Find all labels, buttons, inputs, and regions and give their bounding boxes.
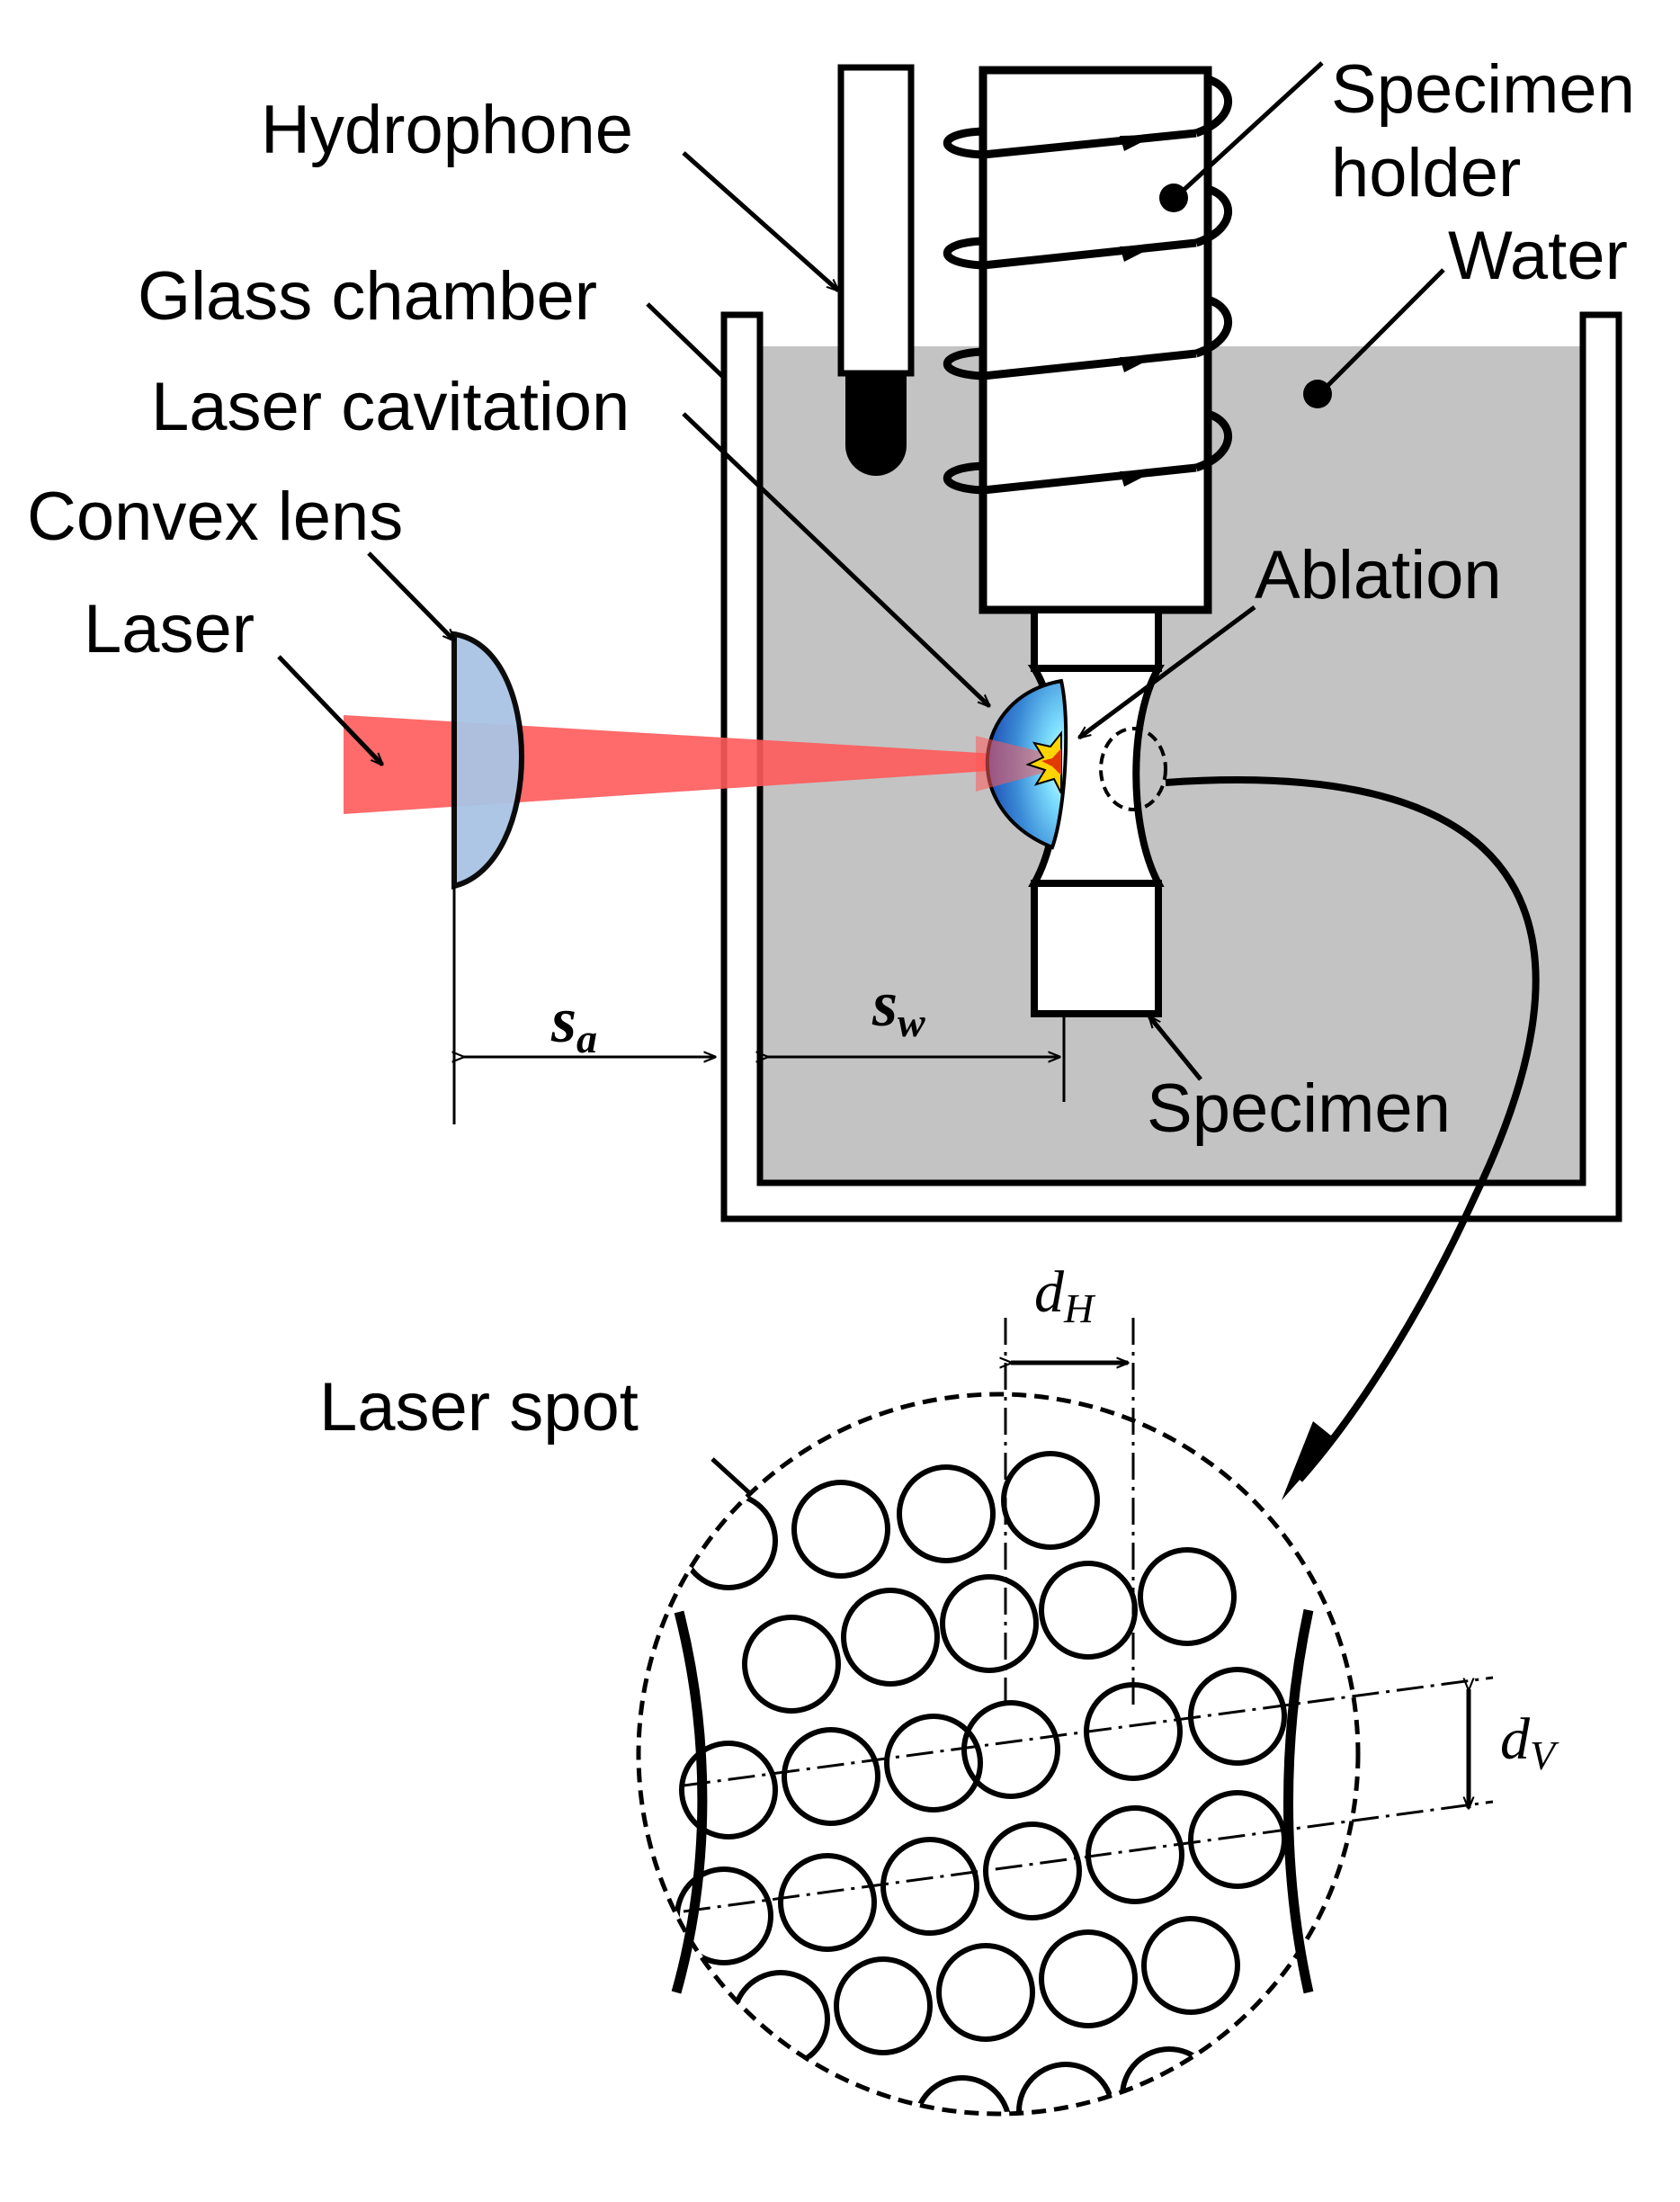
laser-spot-circle <box>778 1853 877 1952</box>
ablation-label: Ablation <box>1255 537 1502 613</box>
laser-label: Laser <box>84 591 255 667</box>
laser-spot-circle <box>1141 1916 1240 2015</box>
laser-spot-circle <box>1228 2019 1327 2112</box>
laser-spot-circle <box>1188 1790 1287 1889</box>
laser-spot-circle <box>884 1714 983 1813</box>
glass-chamber-label: Glass chamber <box>138 258 597 335</box>
laser-spot-circle <box>913 2075 1012 2112</box>
specimen-edge-right <box>1283 1608 1314 1994</box>
laser-spot-circle <box>940 1574 1039 1673</box>
laser-cavitation-label: Laser cavitation <box>151 369 630 445</box>
dimension-sa: sa <box>463 984 715 1061</box>
dv-symbol: dV <box>1500 1706 1559 1778</box>
laser-spot-circle <box>961 1700 1060 1799</box>
laser-spot-circle <box>742 1615 841 1714</box>
laser-spot-circle <box>1084 1682 1183 1781</box>
hydrophone <box>837 64 915 476</box>
detail-marker-circle <box>1099 727 1167 811</box>
laser-spot-label: Laser spot <box>319 1369 639 1446</box>
laser-spot-circle <box>841 1588 940 1687</box>
convex-lens <box>451 631 524 890</box>
specimen-label: Specimen <box>1147 1070 1451 1147</box>
laser-spot-circle <box>1188 1667 1287 1766</box>
laser-spot-circle <box>1138 1547 1237 1646</box>
laser-spot-circle <box>782 1727 880 1826</box>
laser-spot-circle <box>809 2091 908 2112</box>
convex-lens-label: Convex lens <box>27 479 403 555</box>
laser-spot-circle <box>679 1741 778 1839</box>
laser-spot-circle <box>1039 1561 1138 1660</box>
specimen-holder-label-line1: Specimen <box>1331 51 1635 128</box>
laser-spot-circle <box>1039 1929 1138 2028</box>
dimension-dh: dH <box>1011 1259 1128 1363</box>
dimension-dv: dV <box>1469 1689 1559 1808</box>
laser-spot-circle <box>983 1822 1082 1920</box>
detail-connector-curve <box>1165 776 1540 1482</box>
ablation-flash <box>1025 730 1062 794</box>
dimension-sw: sw <box>767 968 1066 1102</box>
laser-spot-circle <box>936 1943 1035 2042</box>
sw-symbol: sw <box>871 968 925 1045</box>
dh-symbol: dH <box>1034 1259 1096 1331</box>
laser-spot-detail-view: dH dV <box>636 1259 1559 2117</box>
laser-spot-circle <box>897 1464 996 1563</box>
hydrophone-label: Hydrophone <box>261 92 633 168</box>
water-label: Water <box>1448 218 1628 294</box>
laser-spot-circle <box>1086 1805 1184 1904</box>
specimen-holder <box>979 66 1212 614</box>
laser-spot-circle <box>880 1837 979 1936</box>
sa-symbol: sa <box>550 984 597 1061</box>
laser-spot-circle <box>834 1956 933 2055</box>
laser-spot-circle <box>791 1480 890 1579</box>
glass-chamber <box>720 311 1622 1222</box>
specimen-holder-label-line2: holder <box>1331 135 1521 211</box>
holder-coil <box>943 75 1233 495</box>
laser-spot-circle <box>1001 1451 1100 1550</box>
detail-boundary <box>636 1392 1361 2117</box>
specimen-edge-left <box>671 1610 708 1994</box>
